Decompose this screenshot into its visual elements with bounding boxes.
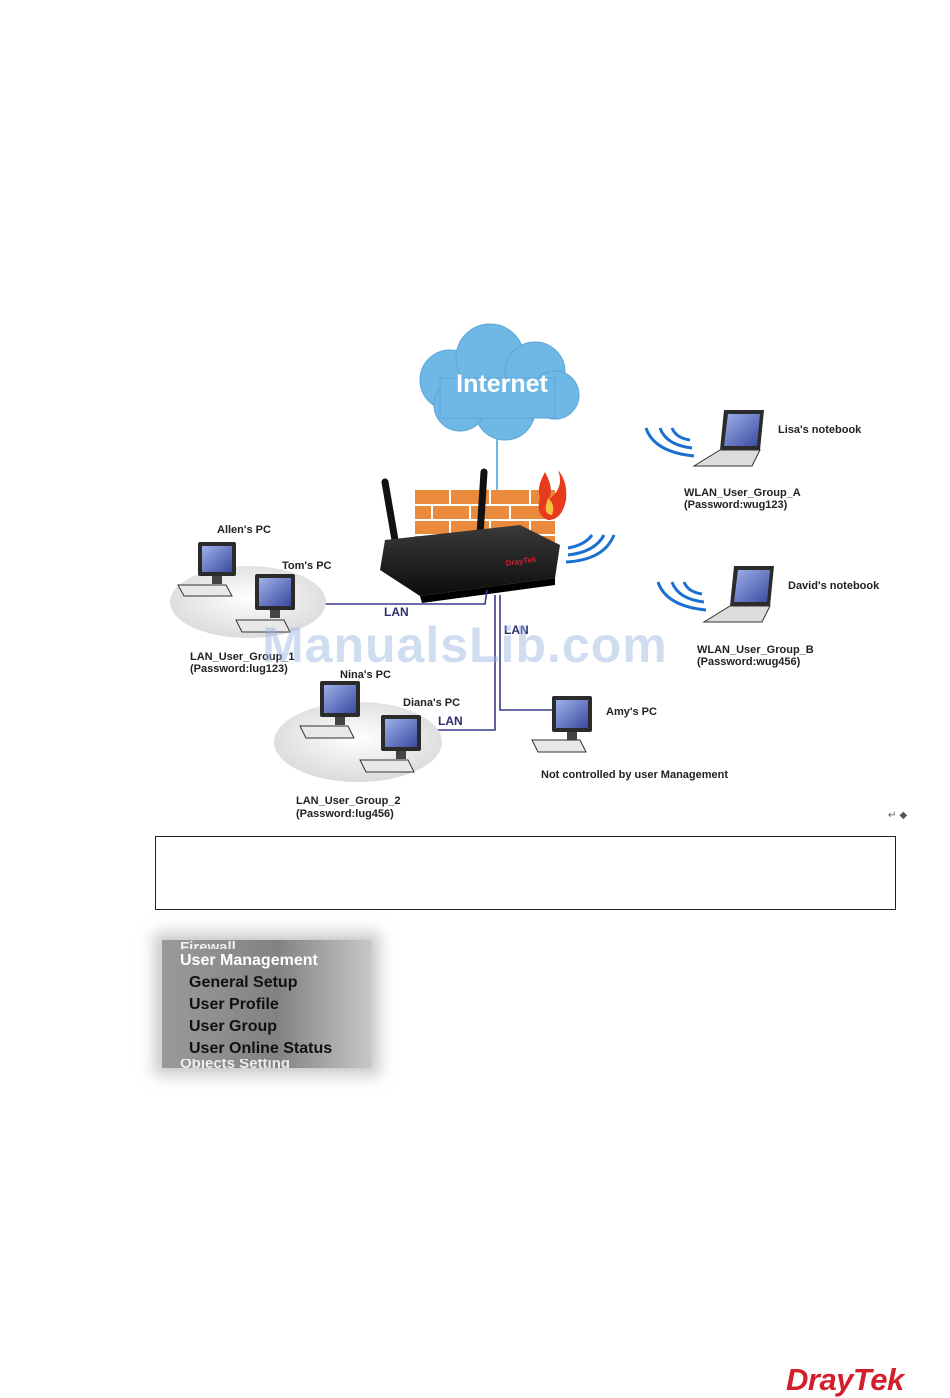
lan-group-2-name: LAN_User_Group_2: [296, 795, 401, 807]
router-brand-label: DrayTek: [505, 555, 537, 568]
allens-pc-label: Allen's PC: [217, 524, 271, 536]
lisas-notebook-label: Lisa's notebook: [778, 424, 862, 436]
menu-heading-user-management[interactable]: User Management: [180, 952, 318, 969]
allens-pc-icon: [177, 542, 236, 597]
wlan-group-a-name: WLAN_User_Group_A: [684, 487, 801, 499]
user-management-menu: Firewall User Management General Setup U…: [162, 940, 372, 1068]
network-diagram: Internet DrayTek LAN LAN LA: [170, 323, 880, 820]
menu-item-user-group[interactable]: User Group: [189, 1018, 278, 1035]
davids-notebook-icon: [702, 566, 774, 623]
amys-pc-note: Not controlled by user Management: [541, 769, 728, 781]
lan-label-bottom: LAN: [438, 714, 463, 728]
david-wifi-icon: [656, 581, 707, 612]
dianas-pc-icon: [359, 715, 421, 773]
paragraph-mark: ↵ ◆: [888, 810, 908, 821]
wlan-group-a-password: (Password:wug123): [684, 499, 788, 511]
toms-pc-icon: [235, 574, 295, 633]
ninas-pc-icon: [299, 681, 360, 739]
lisas-notebook-icon: [692, 410, 764, 467]
lan-group-1-name: LAN_User_Group_1: [190, 651, 295, 663]
lan-label-left: LAN: [384, 605, 409, 619]
lan-group-1-password: (Password:lug123): [190, 663, 288, 675]
note-box: [155, 836, 896, 910]
menu-item-general-setup[interactable]: General Setup: [189, 974, 298, 991]
menu-item-user-online-status[interactable]: User Online Status: [189, 1040, 333, 1057]
amys-pc-icon: [531, 696, 592, 753]
dianas-pc-label: Diana's PC: [403, 697, 460, 709]
toms-pc-label: Tom's PC: [282, 560, 332, 572]
menu-item-user-profile[interactable]: User Profile: [189, 996, 279, 1013]
lan-group-2-password: (Password:lug456): [296, 808, 394, 820]
internet-cloud-icon: Internet: [419, 323, 580, 441]
amys-pc-label: Amy's PC: [606, 706, 657, 718]
wlan-group-b-name: WLAN_User_Group_B: [697, 644, 814, 656]
internet-label: Internet: [456, 370, 548, 398]
lan-label-right: LAN: [504, 623, 529, 637]
menu-item-firewall[interactable]: Firewall: [180, 940, 236, 949]
wlan-group-b-password: (Password:wug456): [697, 656, 801, 668]
lisa-wifi-icon: [644, 427, 695, 458]
davids-notebook-label: David's notebook: [788, 580, 880, 592]
lan-cables: [325, 589, 555, 731]
draytek-logo: DrayTek: [786, 1362, 904, 1397]
router-wifi-icon: [565, 534, 616, 564]
watermark: ManualsLib.com: [262, 617, 668, 673]
ninas-pc-label: Nina's PC: [340, 669, 391, 681]
menu-item-objects-setting[interactable]: Objects Setting: [180, 1059, 291, 1068]
